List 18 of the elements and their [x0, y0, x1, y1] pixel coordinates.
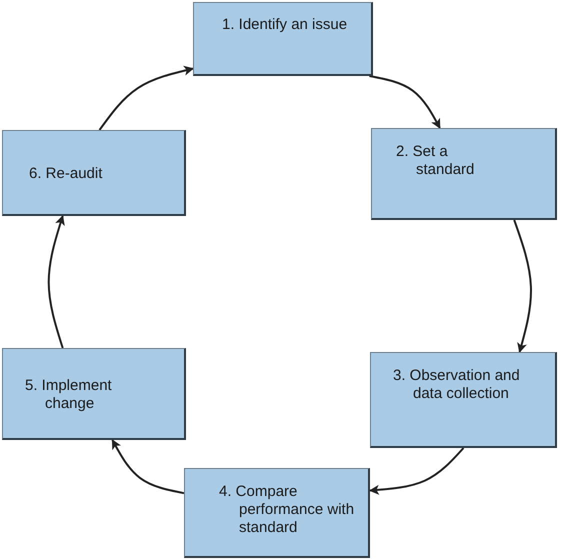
- curved-arrow: [98, 66, 194, 131]
- step-label: 5. Implement change: [25, 377, 113, 413]
- step-label: 6. Re-audit: [29, 165, 104, 183]
- process-box: [2, 130, 186, 216]
- step-label: 4. Compare performance with standard: [219, 483, 356, 537]
- curved-arrow: [369, 447, 464, 495]
- step-label: 2. Set a standard: [396, 143, 476, 179]
- process-box: [193, 2, 373, 76]
- curved-arrow: [48, 215, 65, 348]
- process-box: [371, 128, 557, 220]
- curved-arrow: [369, 75, 441, 129]
- curved-arrow: [112, 439, 184, 494]
- step-label: 1. Identify an issue: [222, 16, 348, 34]
- process-box: [370, 352, 557, 448]
- process-box: [184, 468, 370, 558]
- curved-arrow: [513, 220, 532, 353]
- step-label: 3. Observation and data collection: [393, 367, 521, 403]
- process-box: [2, 348, 186, 440]
